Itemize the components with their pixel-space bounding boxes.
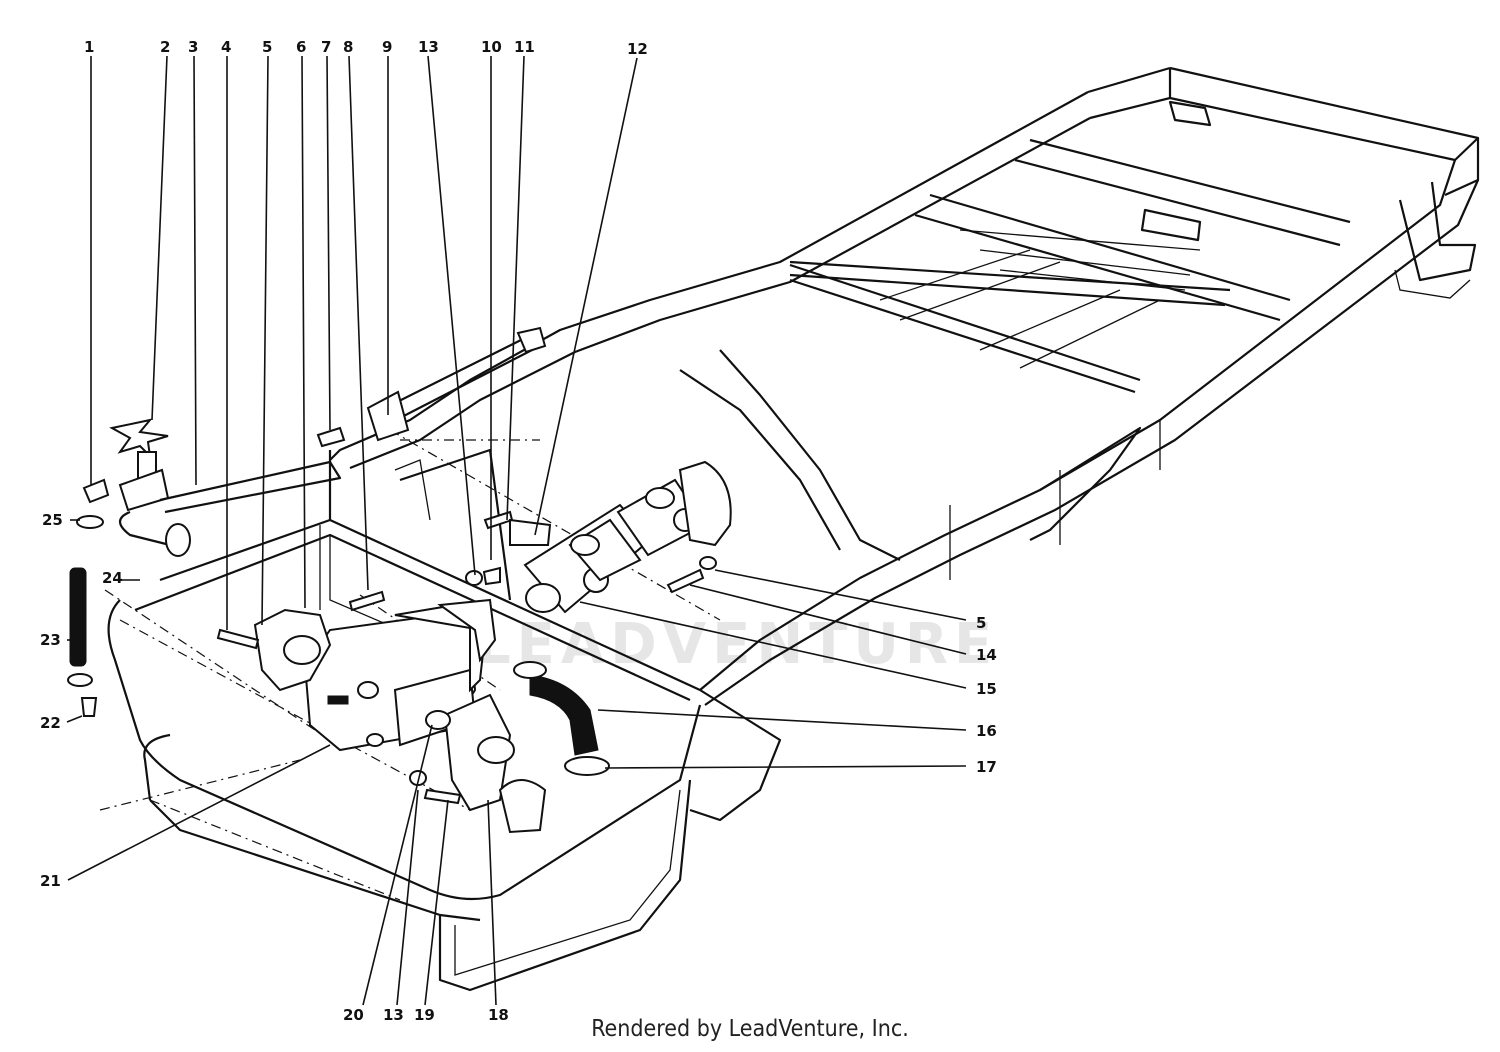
callout-11: 11	[514, 38, 535, 56]
callout-13-top: 13	[418, 38, 439, 56]
callout-7: 7	[321, 38, 331, 56]
callout-5-right: 5	[976, 614, 986, 632]
callout-15: 15	[976, 680, 997, 698]
callout-2: 2	[160, 38, 170, 56]
callout-6: 6	[296, 38, 306, 56]
callout-21: 21	[40, 872, 61, 890]
callout-24: 24	[102, 569, 123, 587]
callout-labels: 1 2 3 4 5 6 7 8 9 13 10 11 12 25 24 23 2…	[40, 38, 997, 1024]
callout-19: 19	[414, 1006, 435, 1024]
callout-18: 18	[488, 1006, 509, 1024]
hydraulic-pump	[253, 598, 515, 812]
hydraulic-line	[316, 326, 547, 448]
callout-13-bottom: 13	[383, 1006, 404, 1024]
callout-9: 9	[382, 38, 392, 56]
callout-3: 3	[188, 38, 198, 56]
callout-12: 12	[627, 40, 648, 58]
drive-shaft-coupler	[523, 460, 732, 614]
chassis-frame	[99, 66, 1480, 992]
bolts-and-washers	[216, 510, 717, 805]
callout-20: 20	[343, 1006, 364, 1024]
leader-lines	[66, 55, 967, 1006]
callout-4: 4	[221, 38, 231, 56]
credit-line: Rendered by LeadVenture, Inc.	[591, 1016, 909, 1042]
spring-and-fittings	[67, 478, 110, 717]
callout-1: 1	[84, 38, 94, 56]
fuel-shutoff-valve	[109, 418, 342, 557]
callout-14: 14	[976, 646, 997, 664]
callout-17: 17	[976, 758, 997, 776]
watermark: LEADVENTURE	[475, 612, 999, 677]
callout-10: 10	[481, 38, 502, 56]
callout-16: 16	[976, 722, 997, 740]
suction-hose	[498, 661, 610, 834]
callout-23: 23	[40, 631, 61, 649]
callout-22: 22	[40, 714, 61, 732]
callout-25: 25	[42, 511, 63, 529]
callout-8: 8	[343, 38, 353, 56]
callout-5: 5	[262, 38, 272, 56]
